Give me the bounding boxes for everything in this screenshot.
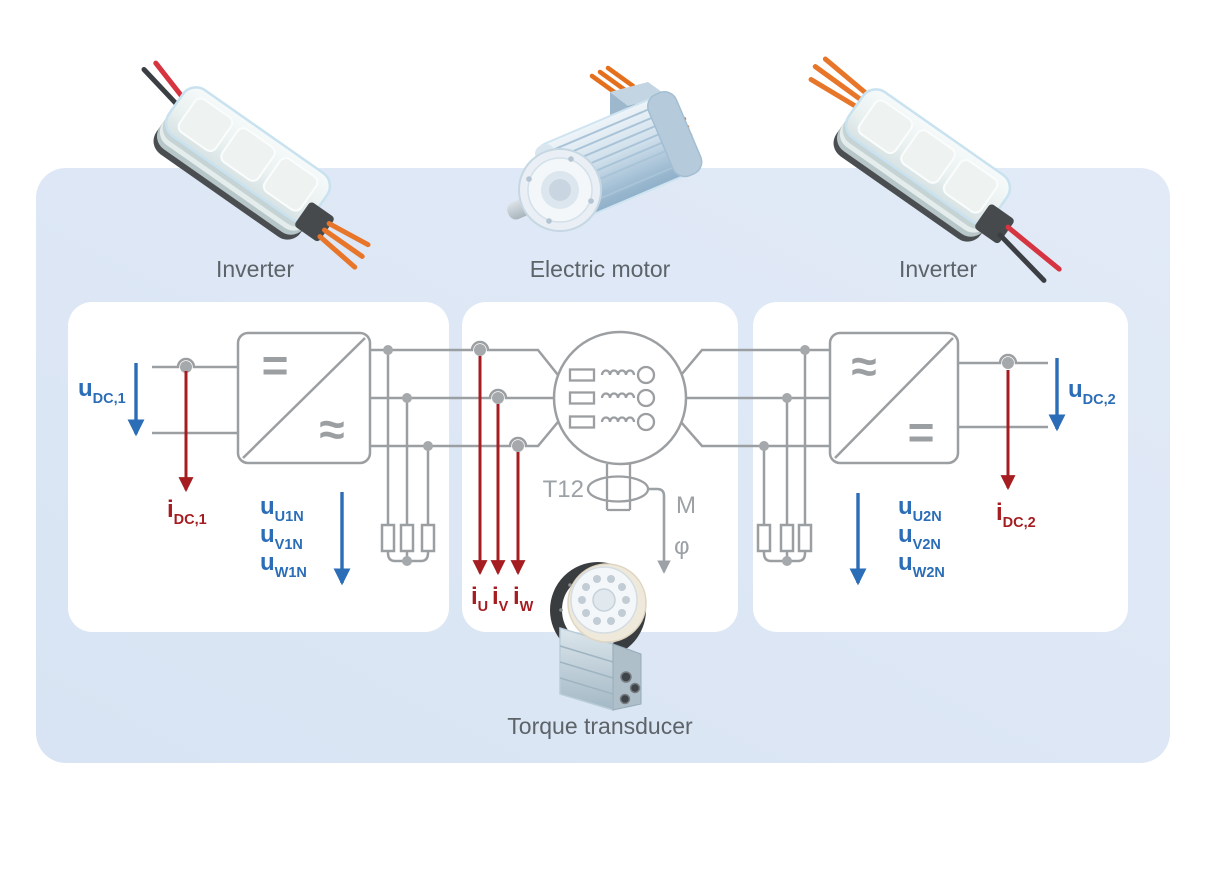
label-u-w2n: uW2N <box>898 549 945 581</box>
electric-motor-image <box>507 65 703 232</box>
dc-line-top-right <box>958 353 1048 365</box>
dc-symbol-left: = <box>262 339 289 391</box>
inverter-image-left <box>141 60 371 270</box>
label-angle-phi: φ <box>674 533 690 560</box>
junction-dot <box>759 441 769 451</box>
torque-transducer-image <box>550 562 647 712</box>
black-wire <box>997 232 1047 283</box>
caption-inverter-left: Inverter <box>216 256 294 282</box>
junction-dot <box>782 393 792 403</box>
red-wire <box>1005 224 1062 272</box>
caption-inverter-right: Inverter <box>899 256 977 282</box>
bolt-holes <box>578 575 630 625</box>
motor-shaft-symbol <box>605 464 632 512</box>
junction-dot <box>402 393 412 403</box>
current-sensor-dot <box>180 361 192 373</box>
label-u-u1n: uU1N <box>260 493 304 525</box>
label-u-w1n: uW1N <box>260 549 307 581</box>
divider-resistor <box>420 523 436 553</box>
measurement-labels: uDC,1 iDC,1 uU1N uV1N uW1N iU iV iW T12 … <box>78 375 1116 615</box>
label-t12: T12 <box>543 476 584 503</box>
ac-symbol-right: ≈ <box>851 340 876 392</box>
junction-dot <box>800 345 810 355</box>
current-sensor-dot <box>474 344 486 356</box>
divider-resistor <box>779 523 795 553</box>
center-hole <box>592 588 616 612</box>
terminal-box <box>610 82 666 106</box>
schematic: = ≈ <box>152 330 1048 566</box>
divider-resistor <box>399 523 415 553</box>
orange-pins <box>317 221 371 270</box>
captions: Inverter Electric motor Inverter Torque … <box>216 256 977 739</box>
torque-angle-arrow <box>648 487 671 574</box>
ac-symbol-left: ≈ <box>319 403 344 455</box>
label-u-dc1: uDC,1 <box>78 375 126 407</box>
connector-block <box>975 204 1014 244</box>
divider-resistor <box>380 523 396 553</box>
star-point-left <box>402 556 412 566</box>
label-i-dc2: iDC,2 <box>996 499 1036 531</box>
label-u-u2n: uU2N <box>898 493 942 525</box>
voltage-taps-right <box>762 350 807 525</box>
label-i-w: iW <box>513 583 534 615</box>
inverter-diagonal-left <box>242 337 366 459</box>
label-i-u: iU <box>471 583 488 615</box>
motor-symbol-circle <box>552 330 688 466</box>
motor-windings <box>568 365 656 432</box>
junction-dot <box>383 345 393 355</box>
label-i-dc1: iDC,1 <box>167 496 207 528</box>
star-point-right <box>782 556 792 566</box>
voltage-taps-left <box>386 350 430 525</box>
label-torque-m: M <box>676 492 696 519</box>
orange-pins <box>808 56 871 111</box>
current-sensor-dot <box>512 440 524 452</box>
motor-flange <box>518 148 602 232</box>
label-u-v1n: uV1N <box>260 521 303 553</box>
red-wire <box>153 60 188 104</box>
label-i-v: iV <box>492 583 509 615</box>
inverter-image-right <box>808 56 1062 283</box>
black-wire <box>141 66 181 108</box>
caption-torque-transducer: Torque transducer <box>507 713 693 739</box>
junction-dot <box>423 441 433 451</box>
label-u-v2n: uV2N <box>898 521 941 553</box>
caption-electric-motor: Electric motor <box>530 256 671 282</box>
inverter-diagonal-right <box>834 337 954 459</box>
measurement-arrows <box>127 356 1066 586</box>
divider-resistor <box>756 523 772 553</box>
dc-symbol-right: = <box>908 406 935 458</box>
label-u-dc2: uDC,2 <box>1068 376 1116 408</box>
current-sensor-dot <box>1002 357 1014 369</box>
dc-line-top-left <box>152 357 238 369</box>
divider-resistor <box>797 523 813 553</box>
current-sensor-dot <box>492 392 504 404</box>
